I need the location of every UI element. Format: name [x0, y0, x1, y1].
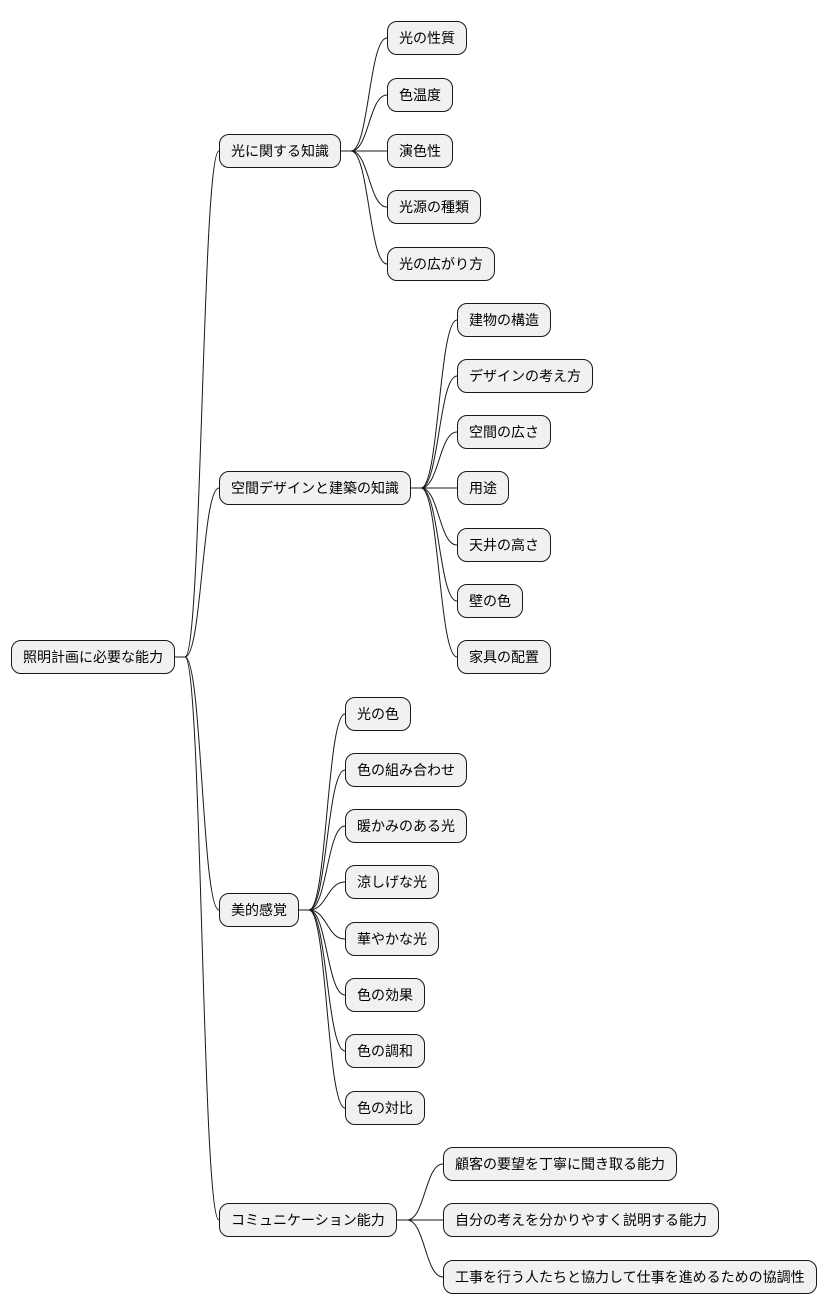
leaf-node: 色温度	[387, 78, 453, 112]
leaf-node: 色の組み合わせ	[345, 753, 467, 787]
connector-line	[411, 487, 458, 602]
connector-line	[299, 909, 346, 1052]
connector-line	[411, 487, 458, 658]
leaf-node: 工事を行う人たちと協力して仕事を進めるための協調性	[443, 1260, 817, 1294]
leaf-node: 天井の高さ	[457, 528, 551, 562]
connector-line	[299, 909, 346, 996]
leaf-node: 涼しげな光	[345, 865, 439, 899]
leaf-node: 空間の広さ	[457, 415, 551, 449]
connector-line	[175, 656, 220, 911]
connector-line	[299, 713, 346, 911]
leaf-node: 光の性質	[387, 21, 467, 55]
root-node: 照明計画に必要な能力	[11, 640, 175, 674]
leaf-node: 壁の色	[457, 584, 523, 618]
connector-line	[411, 319, 458, 489]
leaf-node: 色の対比	[345, 1091, 425, 1125]
leaf-node: 光の広がり方	[387, 247, 495, 281]
leaf-node: 光の色	[345, 697, 411, 731]
leaf-node: 暖かみのある光	[345, 809, 467, 843]
leaf-node: 顧客の要望を丁寧に聞き取る能力	[443, 1147, 677, 1181]
leaf-node: 色の調和	[345, 1034, 425, 1068]
connector-line	[175, 656, 220, 1221]
leaf-node: 華やかな光	[345, 922, 439, 956]
connector-line	[341, 150, 388, 265]
branch-node: 光に関する知識	[219, 134, 341, 168]
connector-line	[299, 769, 346, 911]
branch-node: 美的感覚	[219, 893, 299, 927]
leaf-node: 自分の考えを分かりやすく説明する能力	[443, 1203, 719, 1237]
branch-node: 空間デザインと建築の知識	[219, 471, 411, 505]
connector-line	[411, 375, 458, 489]
leaf-node: 光源の種類	[387, 190, 481, 224]
connector-line	[299, 909, 346, 940]
connector-line	[411, 487, 458, 546]
connector-line	[299, 825, 346, 911]
connector-line	[175, 487, 220, 658]
connector-line	[299, 881, 346, 911]
connector-line	[175, 150, 220, 658]
connector-line	[341, 37, 388, 152]
connector-line	[299, 909, 346, 1109]
connector-line	[411, 431, 458, 489]
connector-line	[341, 150, 388, 208]
branch-node: コミュニケーション能力	[219, 1203, 397, 1237]
connector-line	[397, 1219, 444, 1278]
connector-line	[341, 94, 388, 152]
leaf-node: 演色性	[387, 134, 453, 168]
connector-line	[397, 1163, 444, 1221]
leaf-node: 色の効果	[345, 978, 425, 1012]
leaf-node: 建物の構造	[457, 303, 551, 337]
leaf-node: 家具の配置	[457, 640, 551, 674]
leaf-node: デザインの考え方	[457, 359, 593, 393]
leaf-node: 用途	[457, 471, 509, 505]
